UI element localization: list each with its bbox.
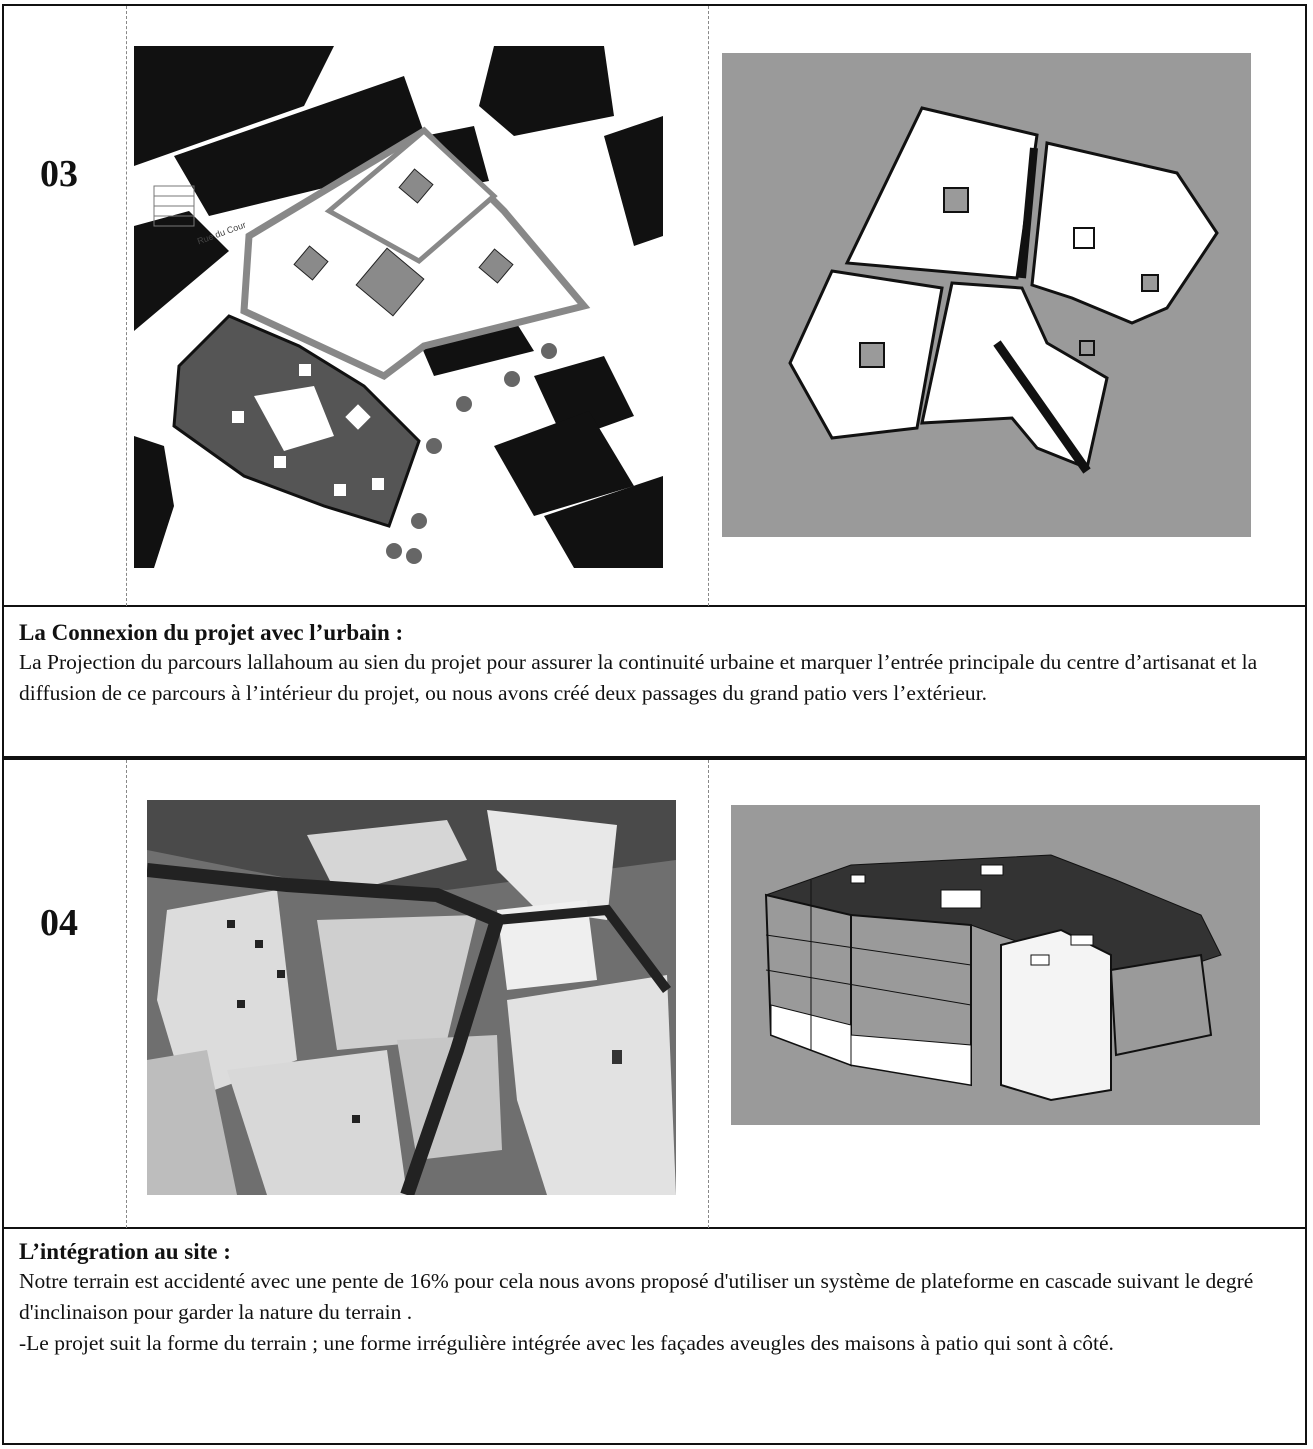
section-04-heading: L’intégration au site :	[19, 1239, 231, 1264]
column-divider	[126, 6, 127, 606]
model-plan-image	[722, 53, 1251, 537]
table-frame	[2, 4, 1307, 1445]
column-divider	[708, 760, 709, 1228]
model-3d-image	[731, 805, 1260, 1125]
section-04-text: L’intégration au site : Notre terrain es…	[19, 1238, 1301, 1359]
section-03-paragraph: La Projection du parcours lallahoum au s…	[19, 650, 1258, 705]
section-04-paragraph-1: Notre terrain est accidenté avec une pen…	[19, 1269, 1254, 1324]
row-divider-thick	[2, 756, 1307, 760]
column-divider	[126, 760, 127, 1228]
urban-plan-image: Rue du Cour	[134, 46, 663, 568]
site-photo-image	[147, 800, 676, 1195]
row-divider	[2, 1227, 1307, 1229]
column-divider	[708, 6, 709, 606]
section-03-heading: La Connexion du projet avec l’urbain :	[19, 620, 404, 645]
row-divider	[2, 605, 1307, 607]
section-04-paragraph-2: -Le projet suit la forme du terrain ; un…	[19, 1331, 1114, 1355]
section-number-03: 03	[40, 153, 78, 195]
section-number-04: 04	[40, 902, 78, 944]
section-03-text: La Connexion du projet avec l’urbain : L…	[19, 619, 1301, 709]
